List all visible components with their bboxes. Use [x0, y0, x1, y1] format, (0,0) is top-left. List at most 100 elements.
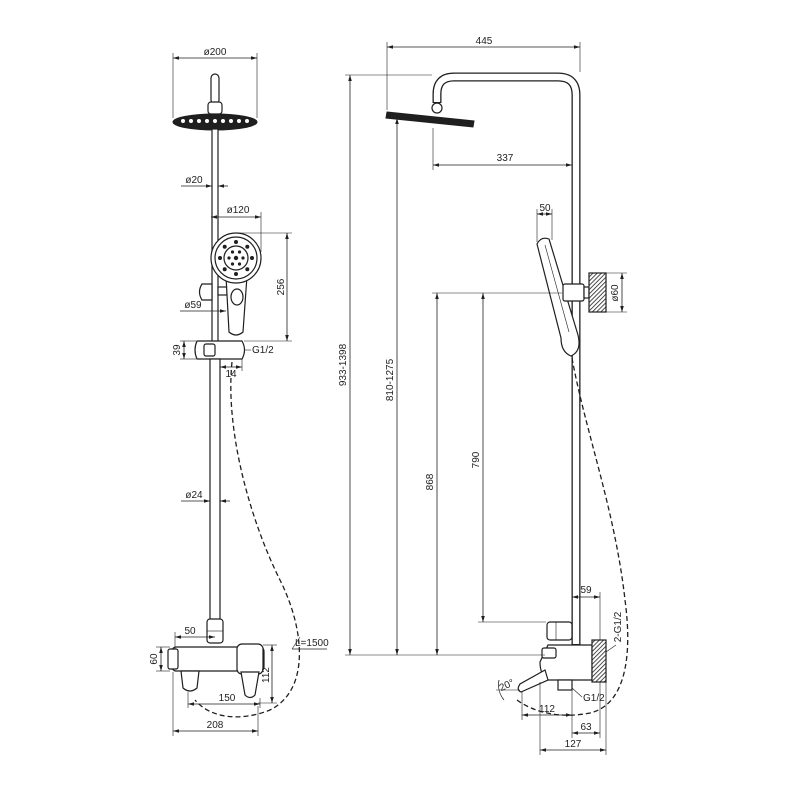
rain-shower-head-side	[385, 111, 475, 128]
dimension-label: 63	[580, 722, 592, 733]
leader-line	[605, 644, 617, 653]
hand-shower-clamp	[562, 283, 585, 302]
wall-bracket-arm	[583, 286, 590, 299]
head-ball-joint	[431, 102, 443, 114]
dim-hand-shower-width: 50	[536, 203, 553, 242]
nozzle	[234, 240, 238, 244]
nozzle	[222, 244, 227, 249]
spout-angle-callout: 20°	[496, 678, 520, 701]
diverter-knob	[546, 621, 573, 641]
side-view: 445 337 933-1398 810-1275 868 790	[338, 36, 629, 755]
wall-bracket	[588, 272, 607, 313]
dimension-label: 60	[149, 653, 160, 665]
dimension-label: ø200	[204, 47, 227, 58]
dim-lower-rod-diameter: ø24	[181, 490, 230, 503]
dim-bracket-offset: 14	[219, 359, 243, 380]
nozzle	[230, 262, 235, 266]
shower-hose	[194, 361, 301, 718]
hand-shower-side	[536, 237, 580, 357]
dim-holder-height: 868	[425, 292, 562, 655]
nozzle	[234, 272, 238, 276]
dim-diverter-offset: 59	[572, 585, 601, 640]
nozzle	[233, 255, 239, 261]
mixer-handle-side	[541, 647, 557, 659]
nozzle	[222, 267, 227, 272]
wall-flange	[591, 639, 607, 683]
nozzle	[181, 119, 185, 123]
dim-upper-rod-diameter: ø20	[181, 175, 228, 188]
nozzle	[241, 256, 245, 260]
dimension-label: 150	[219, 693, 236, 704]
bracket-knob	[203, 343, 216, 357]
dim-handle-diameter: ø59	[180, 300, 226, 313]
upper-rod	[211, 128, 219, 343]
dim-overall-width: 445	[386, 36, 581, 110]
dimension-label: 14	[225, 369, 237, 380]
dimension-label: 59	[580, 585, 592, 596]
dim-arm-projection: 337	[432, 128, 572, 170]
nozzle	[245, 119, 249, 123]
dimension-label: 112	[539, 704, 555, 715]
dim-mixer-height: 60	[149, 646, 170, 672]
dim-mixer-depth: 112	[258, 644, 277, 704]
dimension-label: 933-1398	[338, 343, 349, 386]
dimension-label: 868	[425, 473, 436, 490]
dimension-label: 50	[539, 203, 551, 214]
nozzle	[229, 119, 233, 123]
dim-total-height: 933-1398	[338, 74, 545, 656]
mixer-lever	[240, 671, 260, 699]
nozzle	[245, 267, 250, 272]
lower-rod	[209, 358, 221, 621]
dim-mixer-width: 208	[172, 672, 259, 736]
dim-holder-to-diverter: 790	[471, 293, 546, 623]
nozzle	[250, 256, 254, 260]
dim-mixer-projection: 127	[539, 682, 607, 755]
dim-mixer-centers: 150	[187, 692, 261, 708]
leader-line	[571, 687, 583, 698]
mixer-spout	[517, 669, 549, 693]
thread-label: G1/2	[583, 693, 605, 704]
dimension-label: 112	[261, 667, 272, 683]
rain-shower-nozzles	[181, 119, 249, 123]
dimension-label: 337	[497, 153, 514, 164]
leader-line	[291, 636, 301, 650]
nozzle	[189, 119, 193, 123]
inlet-thread-callout: 2-G1/2	[605, 611, 624, 653]
nozzle	[197, 119, 201, 123]
dim-hand-shower-diameter: ø120	[211, 205, 262, 252]
hose-length-label: L=1500	[295, 638, 329, 649]
nozzle	[218, 256, 222, 260]
hand-shower-holder	[198, 283, 213, 301]
hand-shower-nozzles	[218, 240, 254, 276]
angle-label: 20°	[498, 678, 516, 694]
angle-arc	[498, 679, 505, 701]
thread-label: 2-G1/2	[613, 611, 624, 642]
outlet-thread-callout: G1/2	[571, 687, 605, 704]
ball-joint	[207, 101, 223, 115]
dimension-label: 39	[172, 344, 183, 356]
dim-hand-shower-height: 256	[238, 232, 292, 342]
dimension-label: 50	[184, 626, 196, 637]
nozzle	[237, 262, 242, 266]
shower-arm-top	[210, 73, 220, 105]
nozzle	[245, 244, 250, 249]
dimension-label: ø20	[185, 175, 203, 186]
riser-pipe-bore	[433, 73, 580, 644]
dimension-label: 127	[565, 739, 582, 750]
dim-wall-bracket-diameter: ø60	[606, 272, 627, 313]
nozzle	[237, 250, 242, 254]
nozzle	[221, 119, 225, 123]
dimension-label: ø24	[185, 490, 203, 501]
dim-mixer-center-offset: 50	[174, 626, 215, 649]
mixer-inlet-nut	[557, 679, 573, 691]
hand-shower-side-edge	[544, 244, 570, 333]
hose-length-callout: L=1500	[291, 636, 329, 650]
dimension-label: 256	[276, 278, 287, 295]
slide-bar-bracket	[194, 340, 246, 360]
dim-bracket-height: 39	[172, 340, 196, 360]
mixer-outlet	[180, 670, 200, 692]
dimension-label: 810-1275	[385, 358, 396, 401]
dim-head-diameter: ø200	[172, 47, 258, 118]
dimension-label: 208	[207, 720, 224, 731]
